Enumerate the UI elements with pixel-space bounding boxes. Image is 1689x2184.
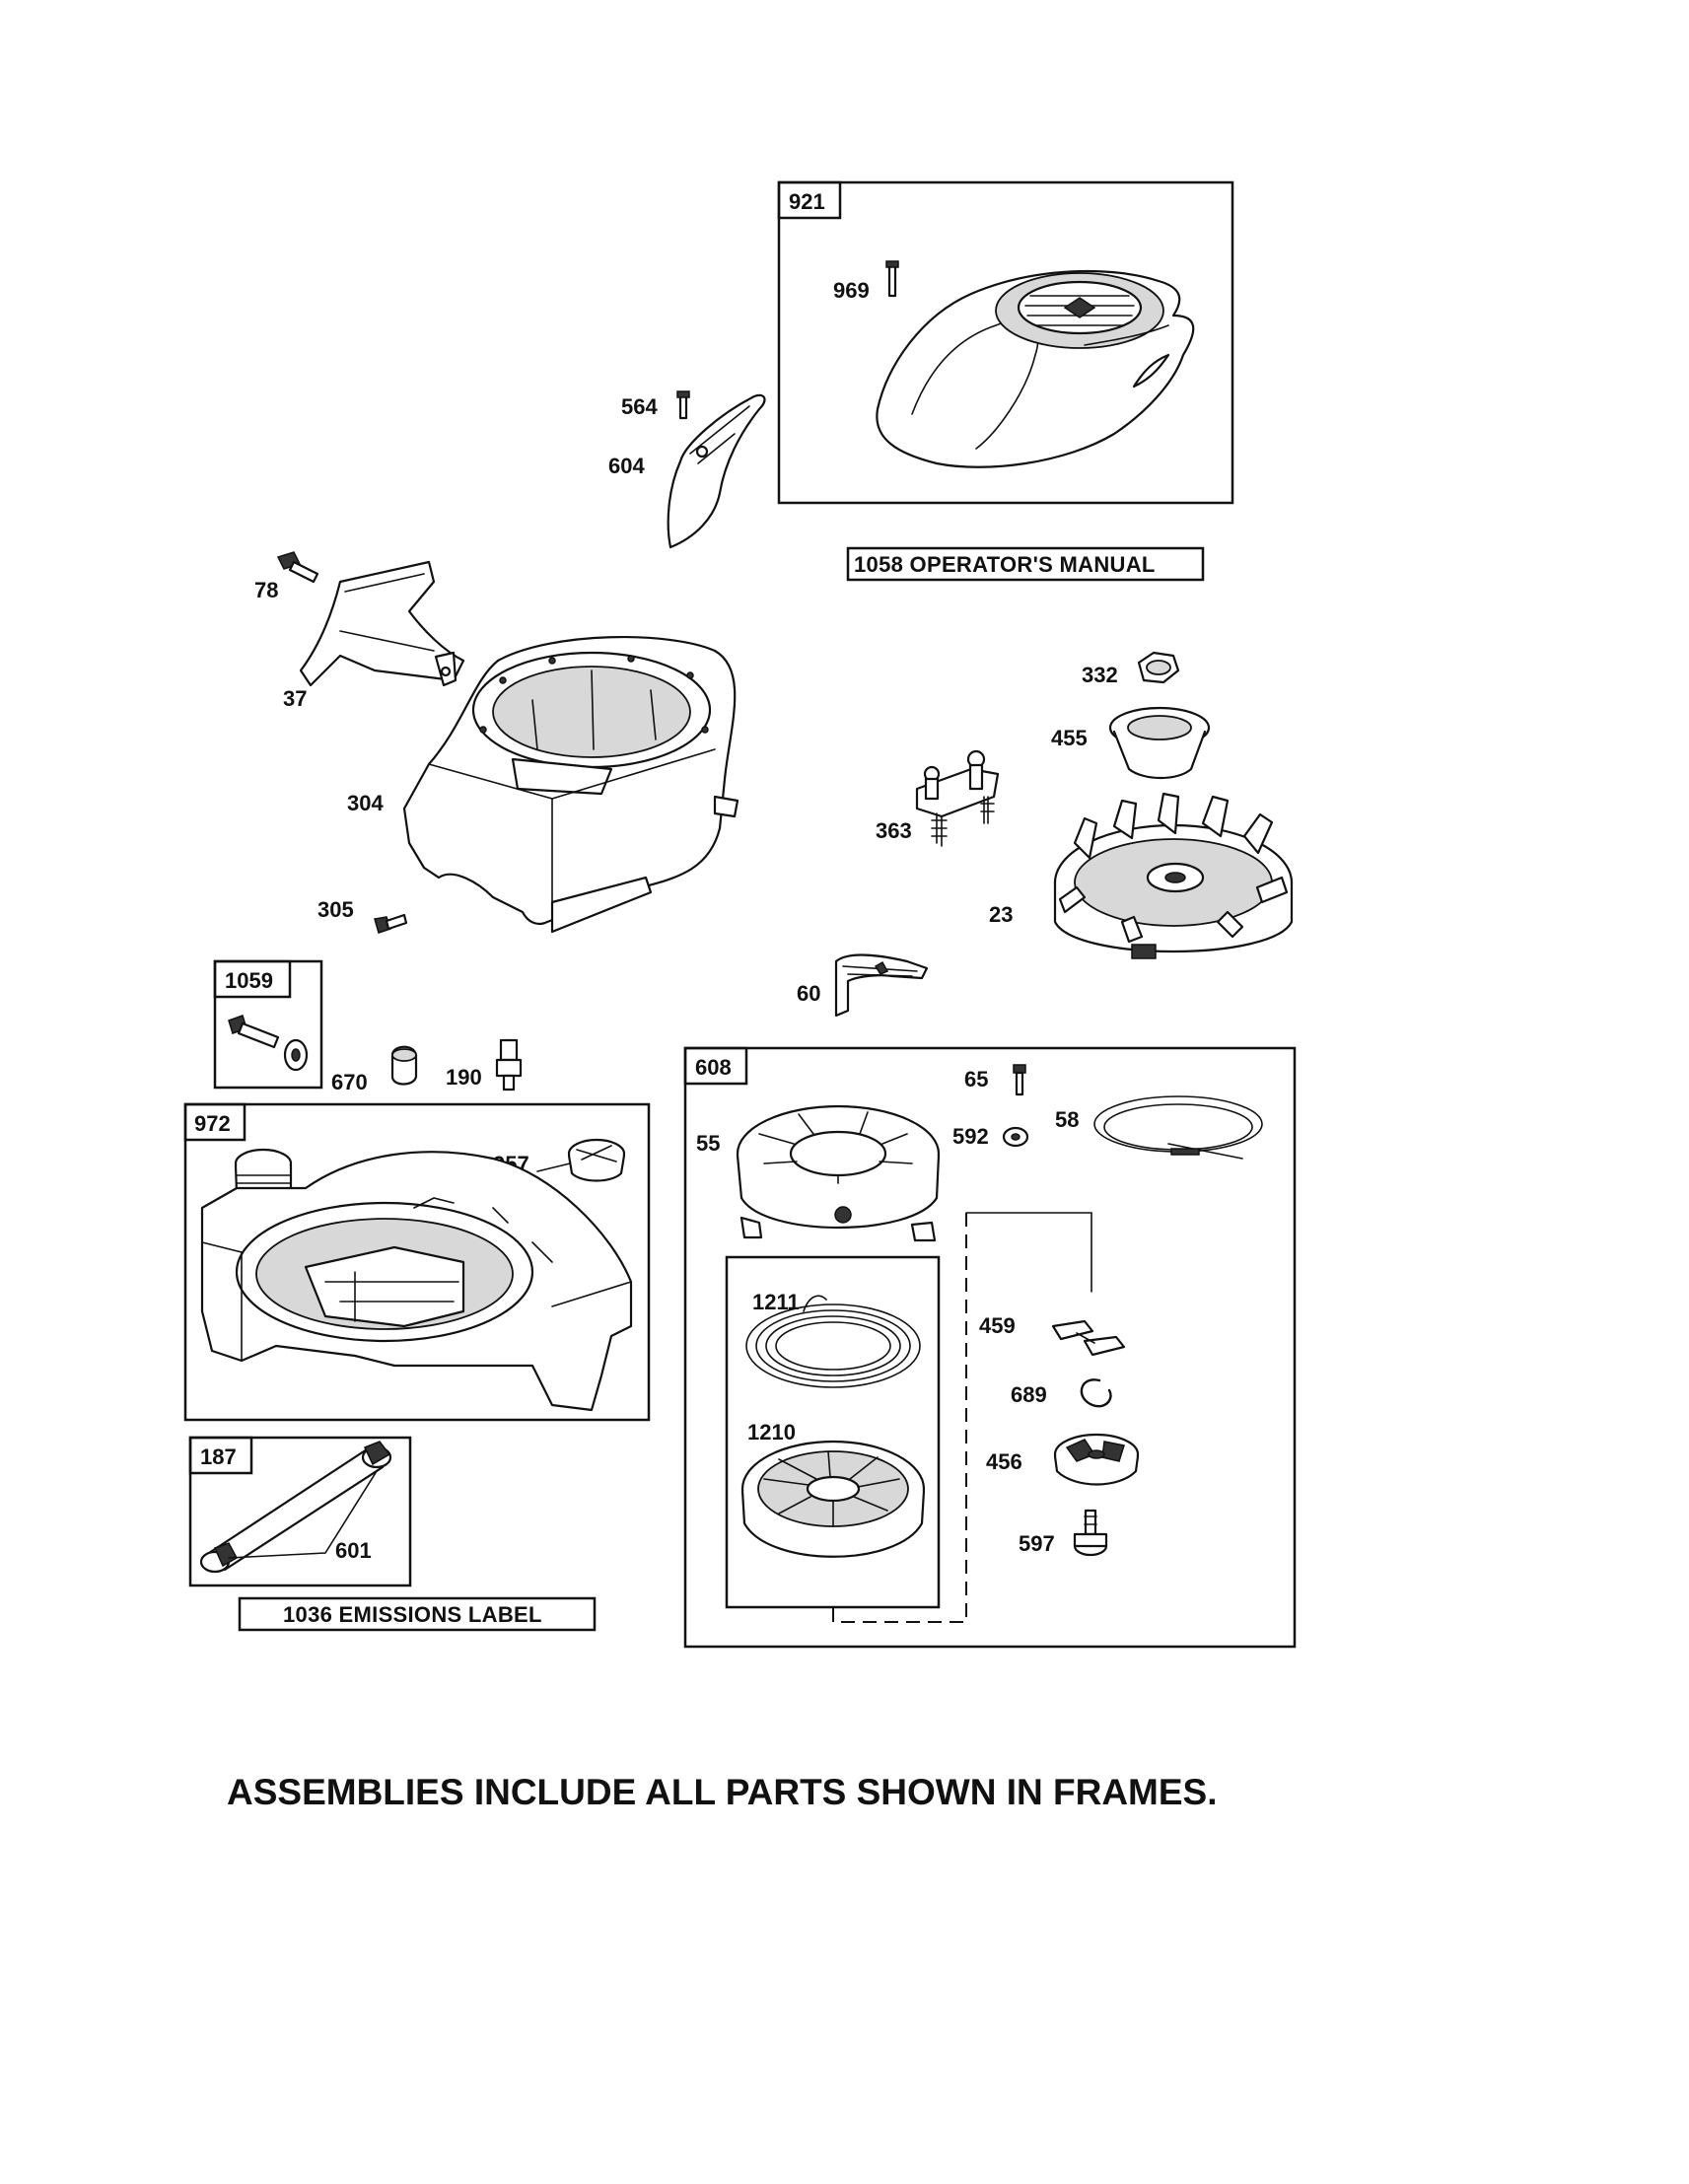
emissions-note: 1036 EMISSIONS LABEL [238, 1596, 597, 1632]
part-58-rope [1093, 1095, 1263, 1160]
part-456-ratchet [1053, 1433, 1140, 1486]
part-label-670: 670 [331, 1070, 368, 1094]
assemblies-footer-note: ASSEMBLIES INCLUDE ALL PARTS SHOWN IN FR… [227, 1772, 1218, 1812]
part-23-flywheel [1053, 792, 1294, 959]
part-label-187: 187 [200, 1444, 237, 1469]
part-label-456: 456 [986, 1449, 1022, 1474]
part-label-305: 305 [317, 897, 354, 922]
part-689-retainer [1080, 1378, 1112, 1408]
part-label-1211: 1211 [752, 1290, 800, 1314]
part-363-armature-bracket [915, 749, 1000, 847]
operators-manual-label: 1058 OPERATOR'S MANUAL [854, 552, 1156, 577]
part-label-921: 921 [789, 189, 825, 214]
part-78-bolt [276, 551, 319, 584]
part-604-baffle [667, 393, 766, 549]
part-label-1210: 1210 [747, 1420, 796, 1444]
part-label-597: 597 [1019, 1531, 1055, 1556]
part-label-304: 304 [347, 791, 384, 815]
part-592-nut [1002, 1126, 1029, 1148]
emissions-label: 1036 EMISSIONS LABEL [283, 1602, 542, 1627]
part-label-689: 689 [1011, 1382, 1047, 1407]
part-label-23: 23 [989, 902, 1013, 927]
part-1059-bolt [228, 1015, 280, 1049]
part-969-screw [885, 260, 899, 298]
part-305-screw [374, 913, 408, 934]
part-label-608: 608 [695, 1055, 732, 1080]
part-455-starter-cup [1108, 706, 1211, 779]
manual-note: 1058 OPERATOR'S MANUAL [846, 546, 1205, 582]
part-1059-washer [283, 1038, 309, 1072]
part-921-cover [876, 269, 1195, 468]
part-label-969: 969 [833, 278, 870, 303]
part-332-nut [1137, 651, 1180, 684]
part-label-190: 190 [446, 1065, 482, 1090]
part-304-blower-housing [402, 635, 739, 934]
frame-972: 972 957 [183, 1102, 651, 1422]
part-60-armature [834, 953, 929, 1018]
frame-1059: 1059 [213, 959, 323, 1090]
part-label-37: 37 [283, 686, 307, 711]
part-670-bushing [390, 1045, 418, 1086]
part-564-screw [676, 390, 690, 420]
part-187-fuel-line [199, 1441, 392, 1574]
part-957-cap [567, 1138, 626, 1182]
part-label-601: 601 [335, 1538, 372, 1563]
part-label-592: 592 [952, 1124, 989, 1149]
part-label-455: 455 [1051, 726, 1088, 750]
part-label-55: 55 [696, 1131, 720, 1156]
frame-921: 921 969 [777, 180, 1234, 505]
part-label-65: 65 [964, 1067, 988, 1092]
part-597-screw [1073, 1509, 1108, 1557]
part-label-363: 363 [876, 818, 912, 843]
part-190-fitting [495, 1038, 523, 1092]
part-label-459: 459 [979, 1313, 1016, 1338]
frame-187: 187 601 [188, 1436, 412, 1587]
part-label-604: 604 [608, 454, 645, 478]
frame-608: 608 65 592 58 55 [683, 1046, 1297, 1649]
part-label-58: 58 [1055, 1107, 1079, 1132]
part-1211-spring [745, 1295, 921, 1388]
part-1210-pulley [740, 1440, 926, 1558]
part-label-332: 332 [1082, 663, 1118, 687]
part-label-78: 78 [254, 578, 278, 602]
part-label-972: 972 [194, 1111, 231, 1136]
part-label-564: 564 [621, 394, 658, 419]
part-65-screw [1013, 1064, 1026, 1096]
part-972-oil-tank [200, 1148, 633, 1412]
part-label-60: 60 [797, 981, 820, 1006]
part-37-air-guide [299, 560, 465, 687]
part-55-starter-housing [736, 1104, 941, 1242]
part-459-dog [1051, 1319, 1126, 1357]
part-label-1059: 1059 [225, 968, 273, 993]
